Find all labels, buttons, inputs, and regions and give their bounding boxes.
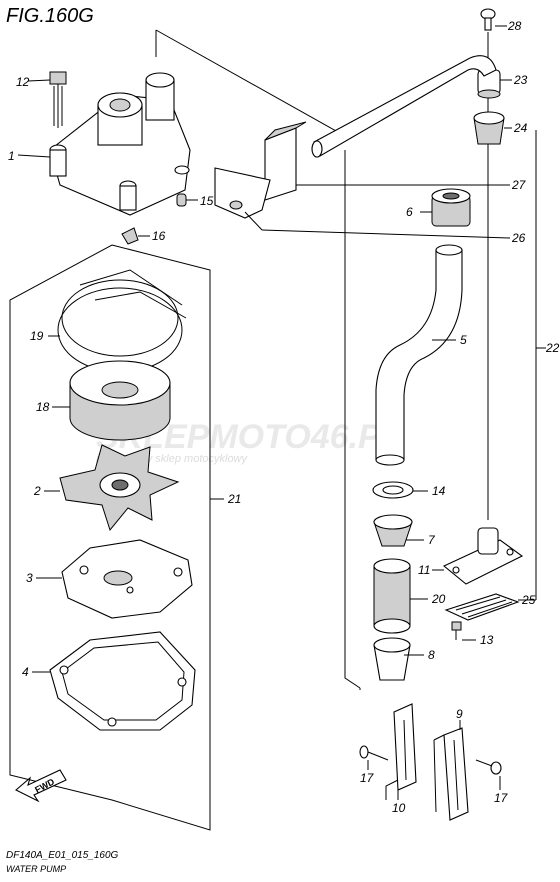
label-2: 2 [33, 484, 41, 498]
label-13: 13 [480, 633, 494, 647]
impeller-part [59, 444, 180, 532]
label-20: 20 [431, 592, 446, 606]
screw-17b-part [475, 759, 502, 775]
gasket-part [49, 631, 196, 731]
label-26: 26 [511, 231, 526, 245]
label-23: 23 [513, 73, 528, 87]
key-part [121, 227, 139, 245]
label-16: 16 [152, 229, 166, 243]
label-6: 6 [406, 205, 413, 219]
label-17a: 17 [360, 771, 375, 785]
figure-title: FIG.160G [6, 5, 94, 27]
label-25: 25 [521, 593, 536, 607]
label-3: 3 [26, 571, 33, 585]
label-8: 8 [428, 648, 435, 662]
insert-part [69, 360, 171, 441]
label-14: 14 [432, 484, 446, 498]
seal-8-part [373, 637, 411, 681]
ring-14-part [372, 481, 414, 499]
footer-name: WATER PUMP [6, 864, 66, 874]
label-24: 24 [513, 121, 528, 135]
screw-17a-part [359, 745, 389, 761]
assembly-frame-top [155, 29, 346, 137]
holder-9-part [433, 727, 469, 821]
sleeve-20-part [373, 558, 411, 634]
wire-ring-part [57, 269, 187, 373]
label-27: 27 [511, 178, 527, 192]
plate-11-part [442, 527, 524, 585]
assembly-frame-left [344, 150, 361, 689]
cap-part [477, 69, 501, 99]
bracket-27-part [264, 121, 307, 201]
label-28: 28 [507, 19, 522, 33]
pump-case-part [49, 72, 191, 216]
leader-1 [17, 154, 51, 158]
label-7: 7 [428, 533, 436, 547]
screen-25-part [444, 593, 520, 621]
leader-12 [27, 79, 51, 82]
label-19: 19 [30, 329, 44, 343]
label-11: 11 [418, 563, 430, 577]
seal-7-part [373, 514, 413, 547]
footer-code: DF140A_E01_015_160G [6, 850, 119, 861]
bolt-13-part [451, 621, 462, 640]
bolt-part [49, 71, 67, 128]
upper-pipe [311, 55, 497, 158]
water-tube-part [375, 244, 463, 466]
plate-part [61, 539, 193, 619]
grommet-part [473, 111, 505, 145]
label-17b: 17 [494, 791, 509, 805]
clamp-26-part [214, 167, 271, 219]
screw-part [480, 8, 496, 31]
fwd-arrow [15, 769, 67, 803]
pin-part [176, 193, 187, 207]
label-10: 10 [392, 801, 406, 815]
label-5: 5 [460, 333, 467, 347]
label-1: 1 [8, 149, 15, 163]
label-21: 21 [227, 492, 241, 506]
grommet-6-part [431, 188, 471, 227]
label-22: 22 [545, 341, 560, 355]
label-18: 18 [36, 400, 50, 414]
label-9: 9 [456, 707, 463, 721]
kit-frame [9, 244, 211, 831]
label-4: 4 [22, 665, 29, 679]
leader-26 [261, 229, 511, 239]
label-15: 15 [200, 194, 214, 208]
label-12: 12 [16, 75, 30, 89]
holder-10-part [385, 703, 417, 800]
leader-26-bend [244, 211, 263, 231]
